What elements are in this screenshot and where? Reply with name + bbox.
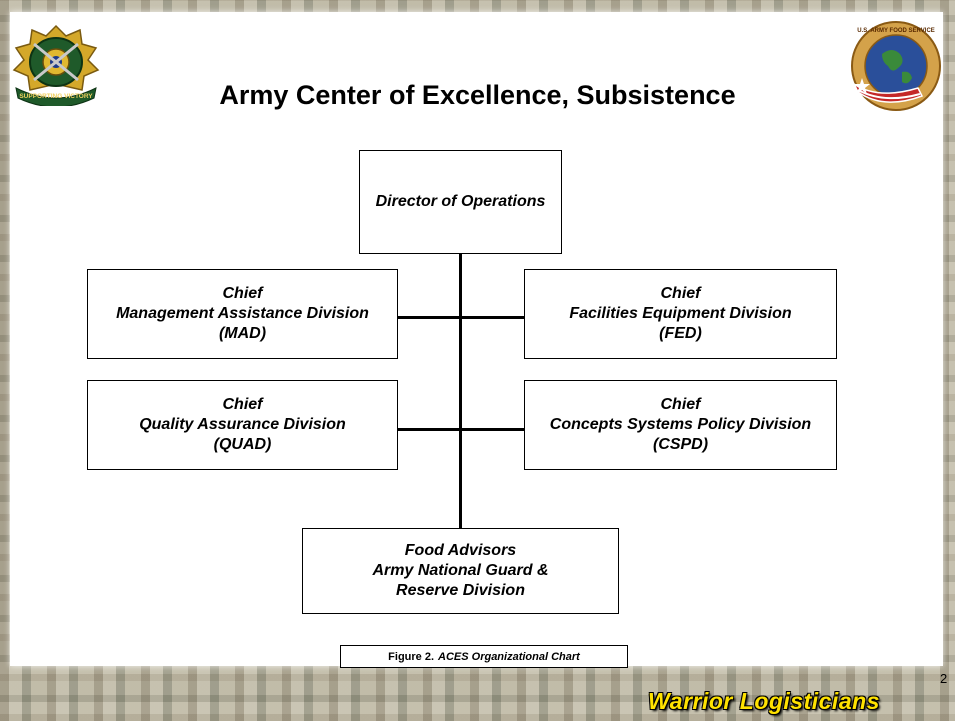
branch-line-top	[397, 316, 525, 319]
quad-line-2: Quality Assurance Division	[139, 416, 346, 433]
cspd-box: Chief Concepts Systems Policy Division (…	[524, 380, 837, 470]
branch-line-middle	[397, 428, 525, 431]
quad-box: Chief Quality Assurance Division (QUAD)	[87, 380, 398, 470]
emblem-right-text: U.S. ARMY FOOD SERVICE	[857, 28, 935, 34]
footer-slogan: Warrior Logisticians	[648, 688, 880, 714]
director-box: Director of Operations	[359, 150, 562, 254]
quartermaster-emblem-icon: SUPPORTING VICTORY	[8, 22, 104, 111]
figure-caption: Figure 2. ACES Organizational Chart	[340, 645, 628, 668]
quad-line-3: (QUAD)	[213, 436, 272, 453]
cspd-line-3: (CSPD)	[652, 436, 709, 453]
army-food-service-emblem-icon: U.S. ARMY FOOD SERVICE	[848, 18, 944, 119]
director-label: Director of Operations	[375, 193, 546, 210]
page-number: 2	[940, 671, 948, 686]
cspd-line-2: Concepts Systems Policy Division	[549, 416, 812, 433]
advisors-line-3: Reserve Division	[396, 582, 525, 599]
cspd-line-1: Chief	[660, 396, 701, 413]
trunk-line	[459, 254, 462, 528]
advisors-line-2: Army National Guard &	[372, 562, 549, 579]
mad-line-1: Chief	[222, 285, 263, 302]
caption-label: Figure 2.	[388, 650, 435, 663]
fed-line-3: (FED)	[659, 325, 702, 342]
advisors-line-1: Food Advisors	[404, 542, 517, 559]
fed-line-2: Facilities Equipment Division	[569, 305, 792, 322]
page-title: Army Center of Excellence, Subsistence	[219, 80, 736, 110]
mad-line-3: (MAD)	[218, 325, 267, 342]
mad-box: Chief Management Assistance Division (MA…	[87, 269, 398, 359]
quad-line-1: Chief	[222, 396, 263, 413]
fed-line-1: Chief	[660, 285, 701, 302]
mad-line-2: Management Assistance Division	[116, 305, 369, 322]
food-advisors-box: Food Advisors Army National Guard & Rese…	[302, 528, 619, 614]
fed-box: Chief Facilities Equipment Division (FED…	[524, 269, 837, 359]
emblem-left-text: SUPPORTING VICTORY	[19, 93, 93, 100]
caption-text: ACES Organizational Chart	[438, 650, 580, 663]
